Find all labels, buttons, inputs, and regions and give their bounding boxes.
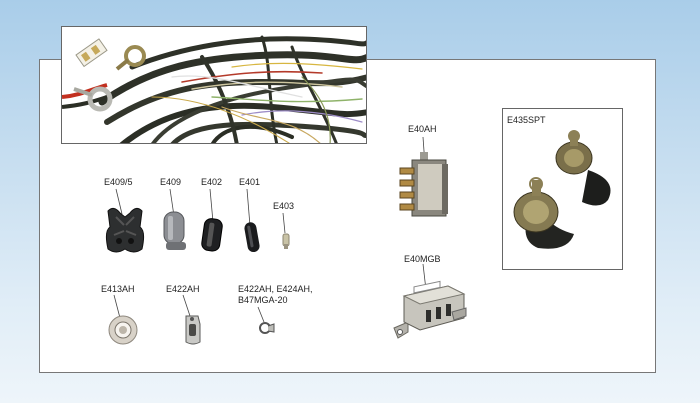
part-label-e409: E409 — [160, 177, 182, 187]
part-label-e402: E402 — [201, 177, 223, 187]
part-image-e422ah-group[interactable] — [258, 320, 276, 336]
part-image-e40mgb[interactable] — [390, 280, 470, 342]
part-image-e401[interactable] — [243, 220, 263, 254]
wiring-harness-image[interactable] — [61, 26, 367, 144]
part-label-e401: E401 — [239, 177, 261, 187]
part-label-e409-5: E409/5 — [104, 177, 133, 187]
part-label-e413ah: E413AH — [101, 284, 135, 294]
part-label-e435spt: E435SPT — [507, 115, 546, 125]
part-image-e413ah[interactable] — [107, 314, 139, 346]
part-label-e422ah-group-line2: B47MGA-20 — [238, 295, 288, 305]
part-image-e409[interactable] — [160, 210, 190, 252]
part-image-e40ah[interactable] — [396, 150, 454, 222]
part-label-e422ah-group-line1: E422AH, E424AH, — [238, 284, 313, 294]
part-image-e402[interactable] — [199, 217, 227, 255]
part-label-e403: E403 — [273, 201, 295, 211]
part-image-e435spt[interactable] — [508, 130, 618, 256]
part-label-e40mgb: E40MGB — [404, 254, 441, 264]
part-label-e422ah: E422AH — [166, 284, 200, 294]
part-image-e403[interactable] — [280, 232, 292, 250]
part-label-e40ah: E40AH — [408, 124, 437, 134]
part-image-e409-5[interactable] — [104, 205, 146, 255]
part-image-e422ah[interactable] — [180, 312, 206, 348]
